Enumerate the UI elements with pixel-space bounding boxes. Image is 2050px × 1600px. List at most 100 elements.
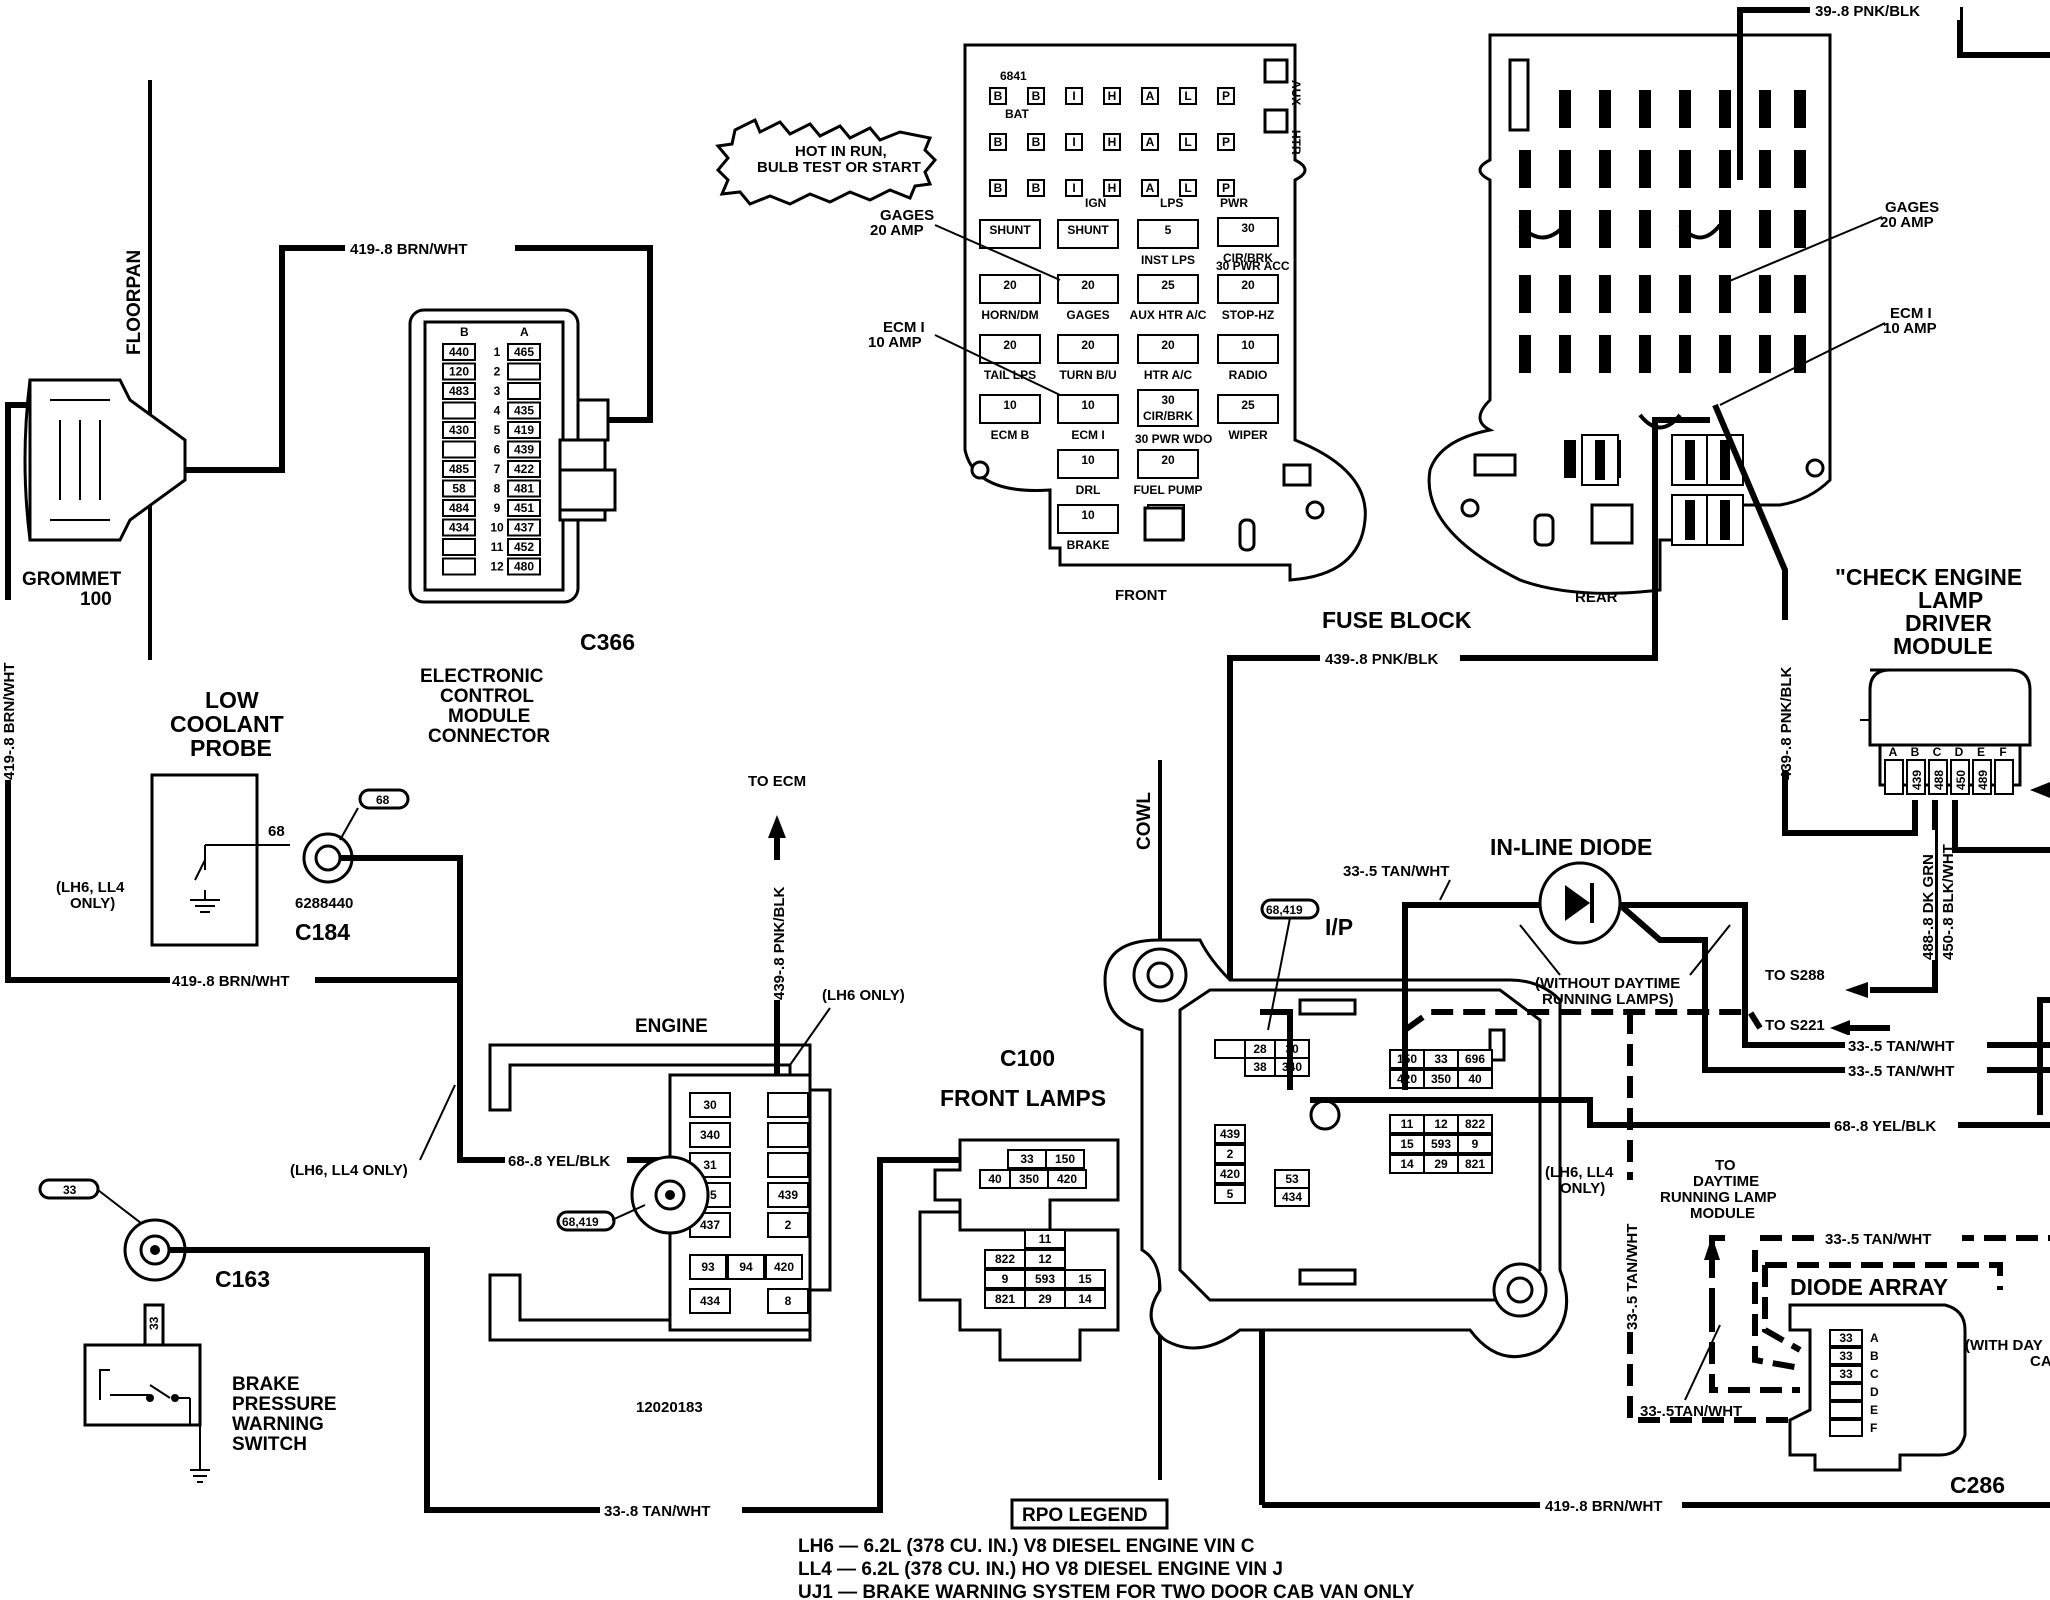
wire-450-label: 450-.8 BLK/WHT: [1940, 844, 1957, 960]
fuse-slot: [989, 87, 1007, 105]
rear-fuse-terminal: [1679, 275, 1691, 313]
cel-pin-wire: 489: [1976, 770, 1990, 790]
svg-text:150: 150: [1055, 1152, 1075, 1166]
svg-text:28: 28: [1253, 1042, 1267, 1056]
fuse-amp: 10: [1003, 398, 1017, 412]
rear-fuse-terminal: [1639, 275, 1651, 313]
fuse-amp: SHUNT: [1067, 223, 1109, 237]
fuse-body: [1217, 334, 1279, 364]
c100-pin: 33: [1007, 1149, 1047, 1169]
c100-pin: 29: [1024, 1289, 1066, 1309]
fuse-name: FUEL PUMP: [1133, 483, 1202, 497]
svg-text:420: 420: [774, 1260, 794, 1274]
fuse-slot: [1065, 179, 1083, 197]
engine-tag-68-419: 68,419: [562, 1215, 599, 1229]
diode-array-pin-letter: C: [1870, 1367, 1879, 1381]
ecm-row-number: 8: [494, 482, 501, 496]
svg-text:821: 821: [1465, 1157, 1485, 1171]
fuse-slot-letter: B: [994, 135, 1003, 149]
fuse-slot-letter: P: [1222, 135, 1230, 149]
rear-fuse-terminal: [1599, 90, 1611, 128]
rear-fuse-terminal: [1599, 210, 1611, 248]
connector-c184: 68 6288440 C184: [295, 788, 463, 1123]
wire-439-vertical-label: 439-.8 PNK/BLK: [771, 886, 788, 1000]
fuse-amp: 10: [1081, 453, 1095, 467]
ip-pin: 11: [1389, 1114, 1425, 1134]
fuse-name: TAIL LPS: [984, 368, 1036, 382]
cel-label-4: MODULE: [1893, 633, 1993, 659]
engine-pin: [767, 1122, 809, 1148]
svg-text:11: 11: [1039, 1232, 1052, 1246]
gages-callout-2: 20 AMP: [870, 222, 924, 239]
engine-part: 12020183: [636, 1399, 703, 1416]
svg-text:430: 430: [449, 423, 469, 437]
svg-text:12: 12: [1038, 1252, 1052, 1266]
fuse-body: [1137, 274, 1199, 304]
svg-text:33: 33: [1020, 1152, 1034, 1166]
fuse-amp: 20: [1081, 338, 1095, 352]
fuse-front-label: FRONT: [1115, 587, 1167, 604]
fuse-amp: 20: [1161, 338, 1175, 352]
fuse-name: STOP-HZ: [1222, 308, 1274, 322]
c100-pin: 350: [1009, 1169, 1049, 1189]
fuse-amp: 20: [1241, 278, 1255, 292]
c100-pin: 821: [984, 1289, 1026, 1309]
engine-pin: 420: [765, 1254, 803, 1280]
fuse-amp: 10: [1241, 338, 1255, 352]
fuse-amp: 20: [1161, 453, 1175, 467]
svg-text:439: 439: [514, 443, 534, 457]
rear-ecm1-callout-1: ECM I: [1890, 305, 1932, 322]
ecm-row-number: 2: [494, 365, 501, 379]
rear-fuse-terminal: [1719, 210, 1731, 248]
svg-text:93: 93: [701, 1260, 715, 1274]
fuse-slot-letter: L: [1184, 89, 1191, 103]
svg-text:483: 483: [449, 384, 469, 398]
fuse-slot: [1179, 133, 1197, 151]
c100-pin: 420: [1047, 1169, 1087, 1189]
ecm-col-a: A: [520, 325, 529, 339]
ip-pin: 821: [1457, 1154, 1493, 1174]
fuse-slot: [1217, 87, 1235, 105]
svg-text:439: 439: [778, 1188, 798, 1202]
in-line-diode: IN-LINE DIODE 33-.5 TAN/WHT (WITHOUT DAY…: [1340, 834, 2050, 1090]
fuse-body: [1137, 219, 1199, 249]
svg-text:33: 33: [1434, 1052, 1448, 1066]
ip-tag-68-419: 68,419: [1266, 903, 1303, 917]
svg-text:465: 465: [514, 345, 534, 359]
svg-text:40: 40: [1468, 1072, 1482, 1086]
lcp-wire-68: 68: [268, 823, 285, 840]
fuse-slot: [1217, 179, 1235, 197]
fuse-name: HTR A/C: [1144, 368, 1193, 382]
cel-label-1: "CHECK ENGINE: [1835, 564, 2022, 590]
fuse-body: [979, 219, 1041, 249]
ecm-pin-b: 440: [442, 343, 476, 361]
svg-text:437: 437: [700, 1218, 720, 1232]
fuse-slot: [1027, 179, 1045, 197]
ecm-pin-a: 481: [507, 479, 541, 498]
fuse-body: [1217, 274, 1279, 304]
fuse-slot: [989, 179, 1007, 197]
fuse-slot-letter: L: [1184, 135, 1191, 149]
cel-pin-slot: [1928, 759, 1948, 795]
wire-33-da-bottom-label: 33-.5TAN/WHT: [1640, 1403, 1742, 1420]
ecm-row-number: 10: [490, 521, 504, 535]
svg-text:29: 29: [1434, 1157, 1448, 1171]
rear-fuse-terminal: [1759, 90, 1771, 128]
rear-fuse-terminal: [1519, 275, 1531, 313]
svg-text:33: 33: [1839, 1331, 1853, 1345]
c184-part: 6288440: [295, 895, 353, 912]
svg-text:53: 53: [1285, 1172, 1299, 1186]
ecm-pin-a: 422: [507, 460, 541, 478]
rear-fuse-terminal: [1759, 275, 1771, 313]
ecm-pin-a: 435: [507, 401, 541, 420]
cel-pin-slot: [1972, 759, 1992, 795]
svg-text:422: 422: [514, 462, 534, 476]
fuse-name: WIPER: [1228, 428, 1268, 442]
wire-419-top-label: 419-.8 BRN/WHT: [350, 241, 468, 258]
fuse-amp: 5: [1165, 223, 1172, 237]
to-s221: TO S221: [1765, 1017, 1825, 1034]
gages-callout-1: GAGES: [880, 207, 934, 224]
